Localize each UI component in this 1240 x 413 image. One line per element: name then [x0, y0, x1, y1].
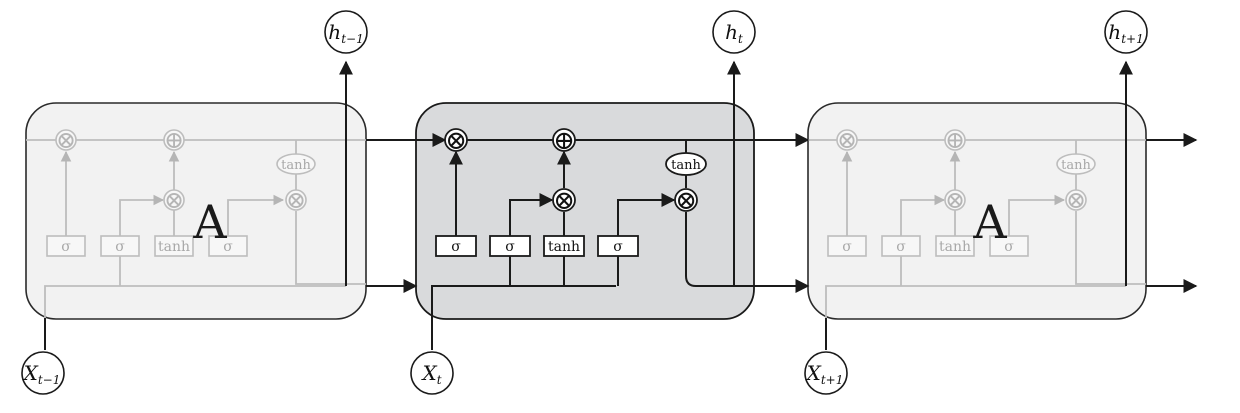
- state-tanh-node: [276, 153, 316, 175]
- state-tanh-node: [1056, 153, 1096, 175]
- sigma-label: σ: [61, 239, 71, 255]
- output-node-curr: ht: [712, 10, 756, 54]
- multiply-icon: ⊗: [445, 126, 467, 156]
- svg-text:Xt+1: Xt+1: [805, 361, 844, 387]
- output-multiply-icon: [285, 189, 307, 211]
- cell-prev: σ σ tanh σ tanh ⊗ ⊕ ⊗ ⊗ A: [25, 102, 367, 320]
- input-symbol: X: [805, 361, 822, 385]
- forget-gate-box: [435, 235, 477, 257]
- tanh-label: tanh: [939, 239, 971, 255]
- sigma-label: σ: [613, 239, 623, 255]
- input-subscript: t: [437, 373, 442, 387]
- output-node-prev: ht−1: [324, 10, 368, 54]
- candidate-gate-box: [935, 235, 975, 257]
- svg-text:ht: ht: [725, 20, 743, 46]
- multiply-icon: ⊗: [837, 126, 857, 154]
- sigma-label: σ: [896, 239, 906, 255]
- output-symbol: h: [725, 20, 738, 44]
- output-multiply-icon: [1065, 189, 1087, 211]
- sigma-label: σ: [115, 239, 125, 255]
- tanh-label: tanh: [548, 239, 580, 255]
- input-symbol: X: [420, 361, 437, 385]
- output-subscript: t: [738, 32, 743, 46]
- add-icon: [552, 128, 576, 152]
- input-symbol: X: [22, 361, 39, 385]
- sigma-label: σ: [223, 239, 233, 255]
- input-node-prev: Xt−1: [21, 351, 65, 395]
- add-icon: [163, 129, 185, 151]
- multiply-icon: ⊗: [56, 126, 76, 154]
- output-circle: [1104, 10, 1148, 54]
- forget-multiply-icon: [836, 129, 858, 151]
- input-subscript: t−1: [38, 373, 61, 387]
- input-circle: [21, 351, 65, 395]
- forget-multiply-icon: [444, 128, 468, 152]
- add-icon: [944, 129, 966, 151]
- input-node-next: Xt+1: [804, 351, 848, 395]
- output-gate-box: [208, 235, 248, 257]
- multiply-icon: ⊗: [1066, 186, 1086, 214]
- cell-next: σ σ tanh σ tanh ⊗ ⊕ ⊗ ⊗ A: [807, 102, 1147, 320]
- multiply-icon: ⊗: [286, 186, 306, 214]
- cell-curr: σ σ tanh σ tanh ⊗ ⊕ ⊗ ⊗: [366, 60, 810, 320]
- forget-multiply-icon: [55, 129, 77, 151]
- output-symbol: h: [1108, 20, 1121, 44]
- input-node-curr: Xt: [410, 351, 454, 395]
- input-multiply-icon: [944, 189, 966, 211]
- output-multiply-icon: [674, 188, 698, 212]
- multiply-icon: ⊗: [164, 186, 184, 214]
- candidate-gate-box: [543, 235, 585, 257]
- output-circle: [324, 10, 368, 54]
- state-tanh-node: [665, 152, 707, 176]
- output-gate-box: [989, 235, 1029, 257]
- input-gate-box: [881, 235, 921, 257]
- output-node-next: ht+1: [1104, 10, 1148, 54]
- sigma-label: σ: [451, 239, 461, 255]
- tanh-label: tanh: [281, 158, 311, 173]
- tanh-label: tanh: [1061, 158, 1091, 173]
- svg-text:ht+1: ht+1: [1108, 20, 1143, 46]
- output-gate-box: [597, 235, 639, 257]
- multiply-icon: ⊗: [675, 186, 697, 216]
- forget-gate-box: [827, 235, 867, 257]
- svg-text:Xt: Xt: [420, 361, 441, 387]
- add-icon-glyph: ⊕: [553, 126, 575, 156]
- cell-label: A: [192, 195, 227, 249]
- forget-gate-box: [46, 235, 86, 257]
- input-gate-box: [100, 235, 140, 257]
- output-circle: [712, 10, 756, 54]
- svg-text:Xt−1: Xt−1: [22, 361, 61, 387]
- input-circle: [804, 351, 848, 395]
- svg-text:ht−1: ht−1: [328, 20, 363, 46]
- cell-label: A: [972, 195, 1007, 249]
- input-gate-box: [489, 235, 531, 257]
- output-symbol: h: [328, 20, 341, 44]
- sigma-label: σ: [1004, 239, 1014, 255]
- multiply-icon: ⊗: [553, 186, 575, 216]
- input-circle: [410, 351, 454, 395]
- sigma-label: σ: [505, 239, 515, 255]
- output-subscript: t+1: [1121, 32, 1144, 46]
- input-multiply-icon: [163, 189, 185, 211]
- input-subscript: t+1: [821, 373, 844, 387]
- input-multiply-icon: [552, 188, 576, 212]
- tanh-label: tanh: [158, 239, 190, 255]
- candidate-gate-box: [154, 235, 194, 257]
- output-subscript: t−1: [341, 32, 364, 46]
- multiply-icon: ⊗: [945, 186, 965, 214]
- add-icon-glyph: ⊕: [164, 126, 184, 154]
- sigma-label: σ: [842, 239, 852, 255]
- tanh-label: tanh: [671, 158, 701, 173]
- add-icon-glyph: ⊕: [945, 126, 965, 154]
